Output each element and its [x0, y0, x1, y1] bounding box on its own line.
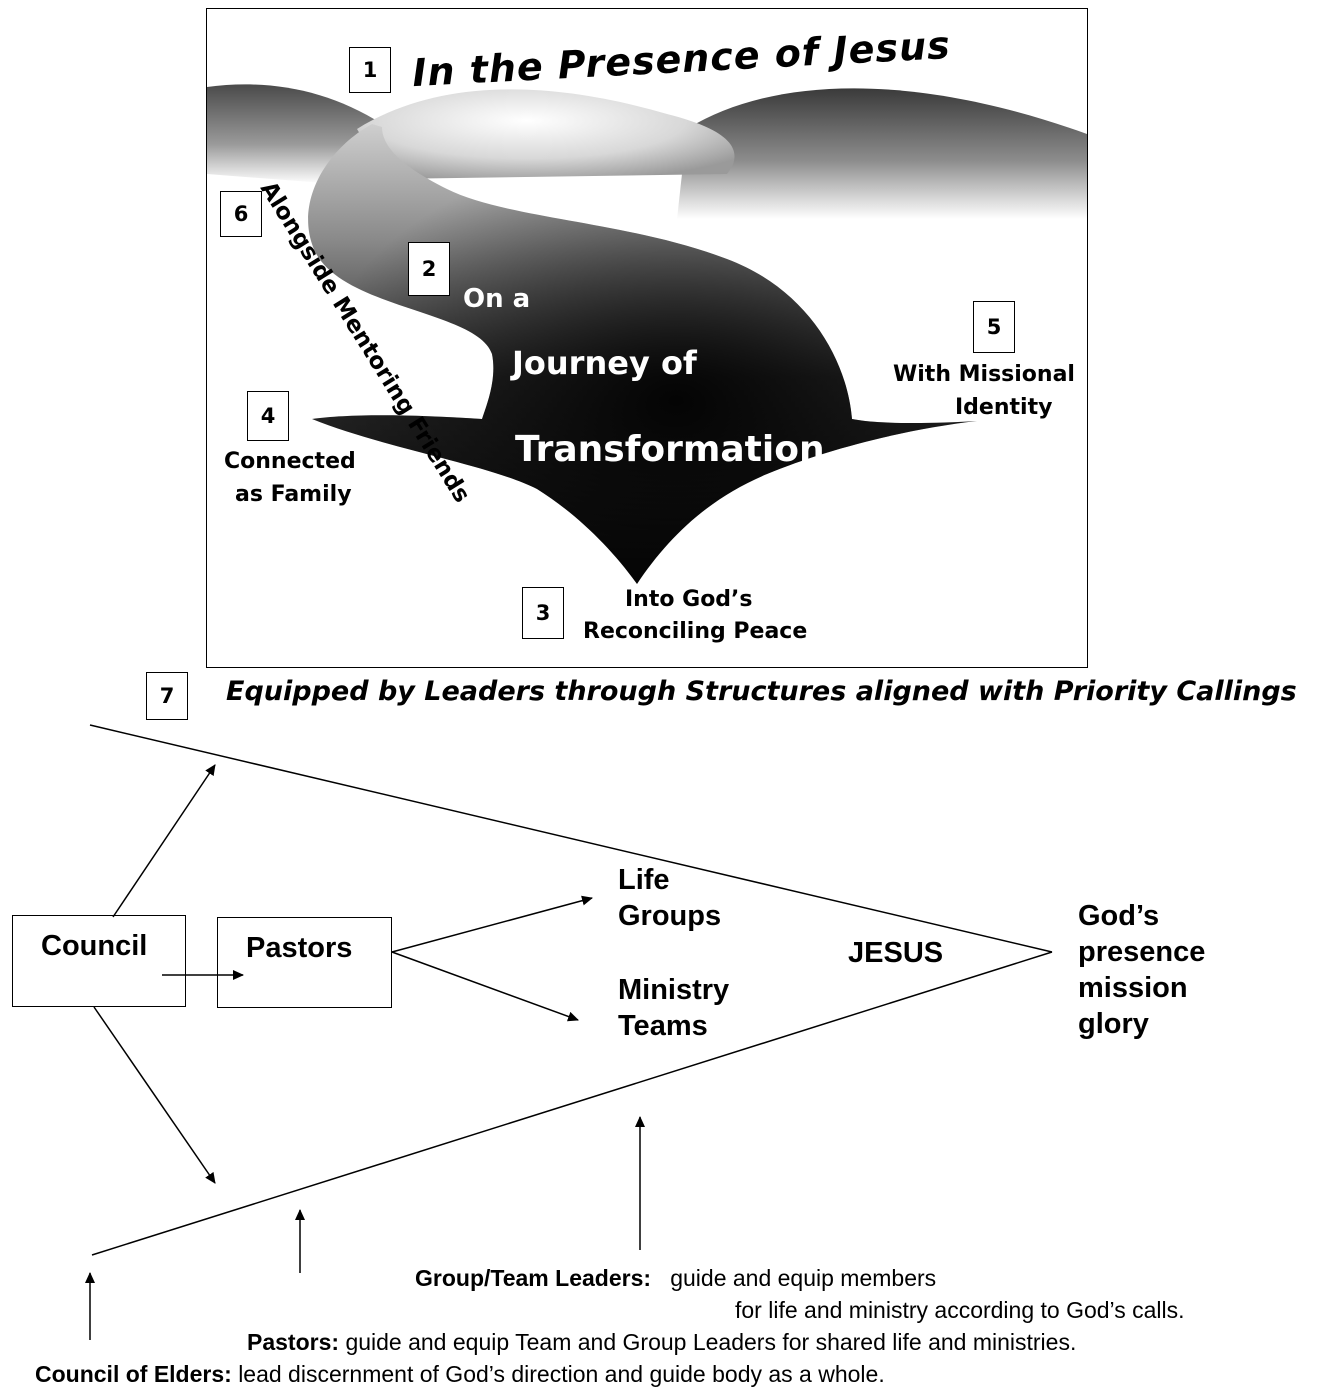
group-leaders-text-1: guide and equip members	[670, 1265, 937, 1291]
number-box-1: 1	[349, 47, 391, 93]
pastors-to-lifegroups-arrow	[391, 895, 593, 953]
funnel-lower-line	[91, 951, 1053, 1256]
life-groups-line-2: Groups	[618, 900, 722, 932]
council-box	[12, 915, 186, 1007]
left-line-1: Connected	[224, 449, 356, 474]
goal-line-1: God’s	[1078, 900, 1160, 932]
center-line-3: Transformation	[515, 429, 825, 470]
council-elders-desc: Council of Elders: lead discernment of G…	[35, 1361, 885, 1388]
funnel-upper-line	[89, 724, 1053, 953]
jesus-label: JESUS	[848, 937, 944, 969]
number-box-7: 7	[146, 672, 188, 720]
number-box-3: 3	[522, 587, 564, 639]
right-line-1: With Missional	[893, 362, 1075, 387]
ministry-teams-line-1: Ministry	[618, 974, 730, 1006]
council-arrow-down	[93, 1006, 216, 1184]
right-line-2: Identity	[955, 395, 1053, 420]
caption-text: Equipped by Leaders through Structures a…	[226, 676, 1297, 707]
group-leaders-title: Group/Team Leaders:	[415, 1265, 652, 1291]
number-box-4: 4	[247, 391, 289, 441]
pastors-desc-title: Pastors:	[247, 1329, 340, 1355]
center-line-1: On a	[463, 284, 531, 314]
goal-line-4: glory	[1078, 1008, 1149, 1040]
council-arrow-up	[112, 764, 216, 918]
council-elders-title: Council of Elders:	[35, 1361, 232, 1387]
council-label: Council	[41, 930, 148, 962]
bottom-line-2: Reconciling Peace	[583, 619, 808, 644]
goal-line-2: presence	[1078, 936, 1206, 968]
life-groups-line-1: Life	[618, 864, 670, 896]
journey-illustration: In the Presence of Jesus Alongside Mento…	[206, 8, 1088, 668]
center-line-2: Journey of	[512, 344, 697, 382]
ministry-teams-line-2: Teams	[618, 1010, 708, 1042]
group-leaders-desc-line-1: Group/Team Leaders: guide and equip memb…	[415, 1265, 936, 1292]
goal-line-3: mission	[1078, 972, 1188, 1004]
left-line-2: as Family	[235, 482, 352, 507]
pastors-box	[217, 917, 392, 1008]
bottom-line-1: Into God’s	[625, 587, 753, 612]
pastors-desc-text: guide and equip Team and Group Leaders f…	[345, 1329, 1077, 1355]
number-box-5: 5	[973, 301, 1015, 353]
pastors-desc: Pastors: guide and equip Team and Group …	[247, 1329, 1076, 1356]
pastors-to-ministry-arrow	[391, 951, 579, 1022]
pastors-label: Pastors	[246, 932, 353, 964]
number-box-6: 6	[220, 191, 262, 237]
group-leaders-text-2: for life and ministry according to God’s…	[735, 1297, 1185, 1323]
number-box-2: 2	[408, 242, 450, 296]
council-elders-text: lead discernment of God’s direction and …	[238, 1361, 885, 1387]
journey-artwork	[207, 84, 1087, 584]
